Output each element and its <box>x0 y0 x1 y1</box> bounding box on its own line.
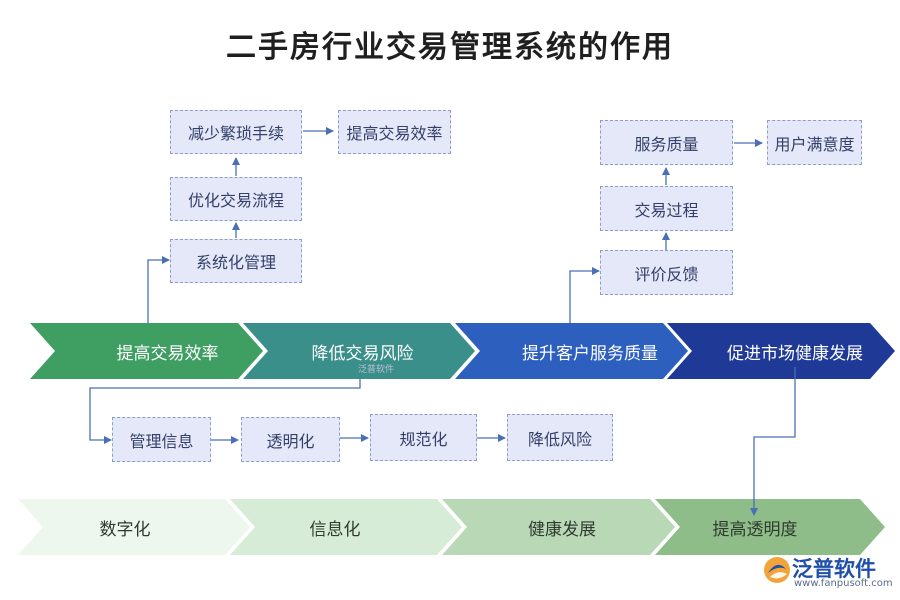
box-system-management: 系统化管理 <box>170 239 302 283</box>
page-title: 二手房行业交易管理系统的作用 <box>226 30 674 65</box>
connector-efficiency-to-system <box>147 256 170 323</box>
chevron-label-efficiency: 提高交易效率 <box>116 343 219 364</box>
box-standardization: 规范化 <box>370 414 477 461</box>
chevron-service <box>455 323 688 379</box>
connector-market-to-transparency <box>750 367 796 516</box>
watermark: 泛普软件 <box>358 365 395 375</box>
chevron-label-digital: 数字化 <box>99 519 151 540</box>
brand-logo: 泛普软件 www.fanpusoft.com <box>762 553 894 593</box>
box-improve-efficiency: 提高交易效率 <box>338 110 451 154</box>
connector-risk-to-info <box>89 379 361 444</box>
chevron-label-service: 提升客户服务质量 <box>522 343 658 364</box>
box-lower-risk: 降低风险 <box>507 414 613 461</box>
box-user-satisfaction: 用户满意度 <box>767 120 862 165</box>
chevron-label-market: 促进市场健康发展 <box>727 343 863 364</box>
box-transparency: 透明化 <box>241 417 340 462</box>
chevron-transparency <box>655 499 885 555</box>
connector-service-to-feedback <box>569 267 600 323</box>
logo-url: www.fanpusoft.com <box>794 578 893 589</box>
box-service-quality: 服务质量 <box>600 120 733 165</box>
box-evaluation-feedback: 评价反馈 <box>600 250 733 295</box>
chevron-risk <box>243 323 475 379</box>
box-optimize-process: 优化交易流程 <box>170 177 302 221</box>
chevron-label-transparency: 提高透明度 <box>712 519 798 540</box>
chevron-efficiency <box>30 323 263 379</box>
chevron-label-informatization: 信息化 <box>309 519 361 540</box>
box-reduce-procedures: 减少繁琐手续 <box>170 110 302 154</box>
chevron-informatization <box>230 499 462 555</box>
chevron-healthy <box>442 499 675 555</box>
logo-mark-icon <box>764 557 790 583</box>
box-manage-info: 管理信息 <box>112 417 211 462</box>
logo-name: 泛普软件 <box>792 557 876 581</box>
chevron-label-healthy: 健康发展 <box>528 519 596 540</box>
chevron-label-risk: 降低交易风险 <box>311 343 414 364</box>
chevron-market <box>667 323 895 379</box>
chevron-digital <box>18 499 250 555</box>
box-transaction-process: 交易过程 <box>600 186 733 231</box>
